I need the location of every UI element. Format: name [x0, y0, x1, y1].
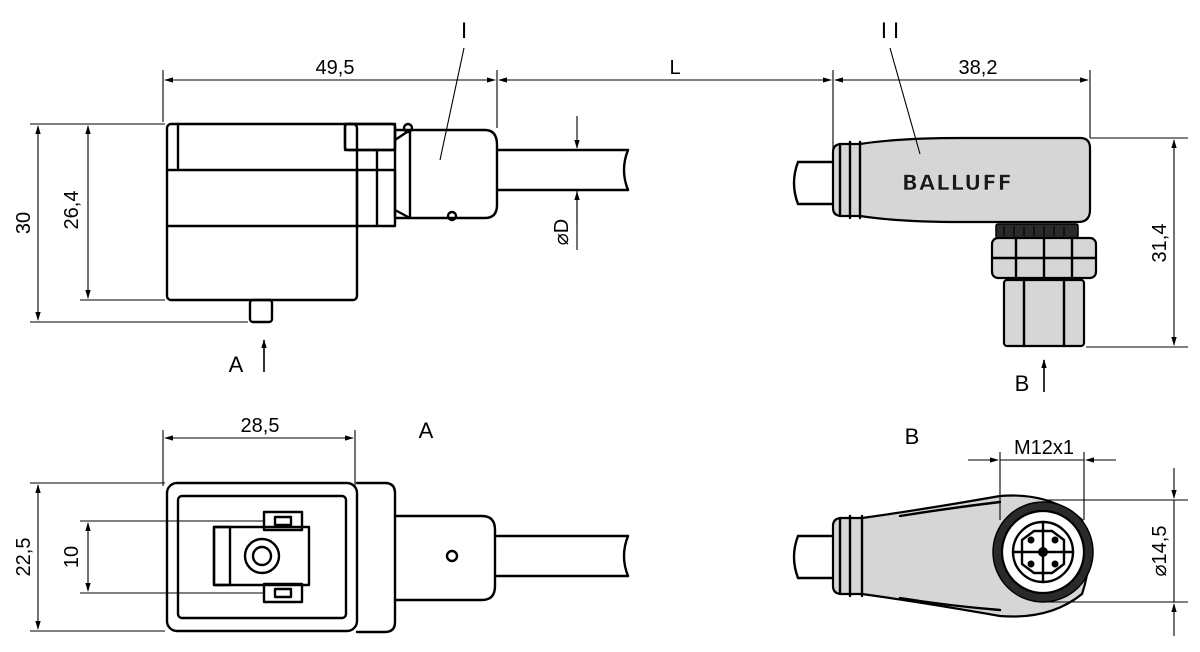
- m12-connector-side-view: BALLUFF: [792, 136, 1098, 348]
- item-label-2: I I: [881, 18, 899, 43]
- cable-sleeve: [393, 128, 499, 220]
- latch: [176, 122, 397, 170]
- housing-face: [165, 481, 359, 633]
- view-b-marker: B: [1015, 371, 1030, 396]
- dim-total-height: 30: [13, 212, 35, 234]
- dim-connector-height: 31,4: [1149, 224, 1171, 263]
- dim-body-height: 26,4: [61, 191, 83, 230]
- cable-right: [796, 160, 835, 206]
- dim-cable-diameter: ⌀D: [551, 219, 573, 245]
- valve-connector-side-view: [165, 122, 630, 324]
- item-label-1: I: [461, 18, 467, 43]
- cable: [495, 148, 630, 192]
- dimensions-top-right: 31,4 I I B: [881, 18, 1188, 396]
- hex-sleeve: [1002, 278, 1086, 348]
- center-contact: [243, 537, 281, 575]
- dimensions-bottom-left: 28,5 22,5 10: [13, 415, 356, 632]
- dim-thread: M12x1: [1014, 437, 1074, 459]
- sleeve-face: [393, 514, 497, 602]
- view-a-title: A: [419, 418, 434, 443]
- dim-housing-length: 49,5: [316, 57, 355, 79]
- dim-housing-width: 28,5: [241, 415, 280, 437]
- balluff-logo: BALLUFF: [902, 171, 1013, 195]
- dim-pin-spacing: 10: [61, 546, 83, 568]
- bottom-pin: [248, 298, 274, 324]
- view-b-title: B: [905, 424, 920, 449]
- contact-2: [262, 582, 304, 604]
- view-a-bottom: A: [165, 418, 630, 634]
- view-b-bottom: B: [792, 424, 1094, 618]
- view-a-marker: A: [229, 352, 244, 377]
- dim-connector-length: 38,2: [959, 57, 998, 79]
- dim-cable-length: L: [669, 57, 680, 79]
- dim-housing-depth: 22,5: [13, 538, 35, 577]
- housing-body: [165, 122, 359, 302]
- dimensions-bottom-right: M12x1 ⌀14,5: [968, 437, 1188, 636]
- dim-nut-diameter: ⌀14,5: [1149, 526, 1171, 577]
- dimensions-top-left: 49,5 L 38,2 30 26,4 ⌀D I A: [13, 18, 1091, 377]
